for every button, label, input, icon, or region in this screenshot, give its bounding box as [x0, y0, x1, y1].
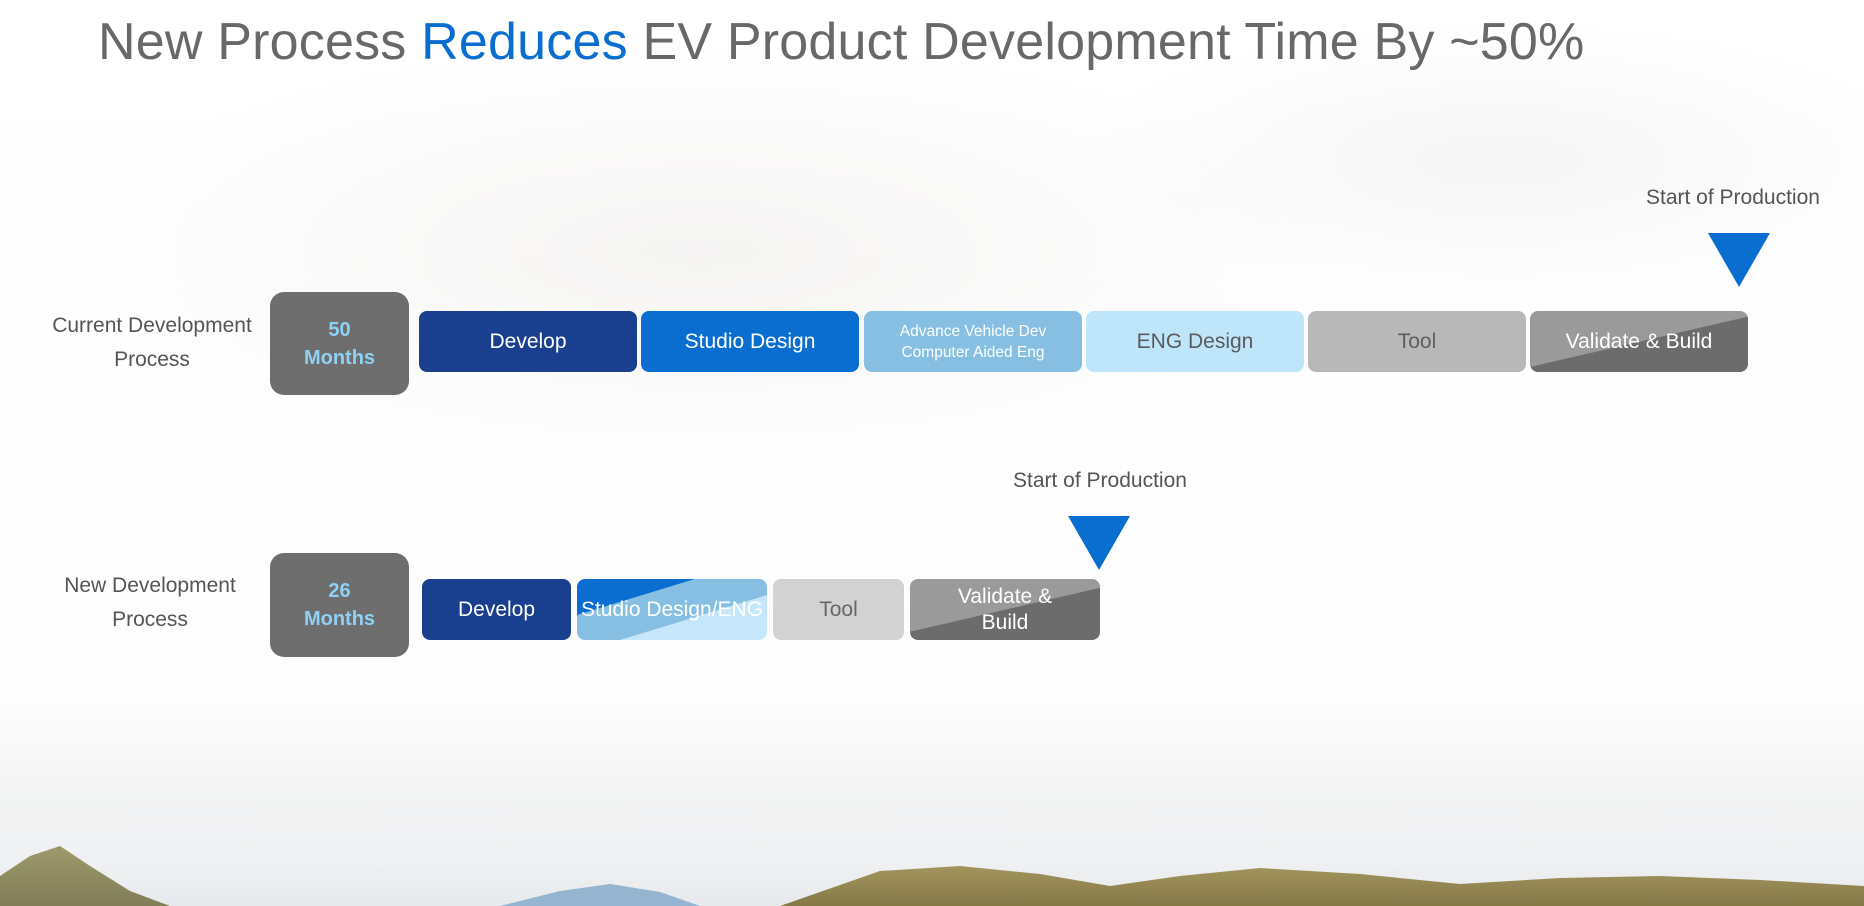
title-accent-word: Reduces	[421, 13, 628, 71]
title-part-1: New Process	[98, 13, 422, 71]
new-months-value: 26	[328, 580, 351, 602]
new-stage-validate-build: Validate &Build	[910, 579, 1100, 640]
new-label-line2: Process	[112, 608, 188, 631]
stage-label: Studio Design/ENG	[580, 597, 764, 621]
current-sop-triangle-icon	[1708, 233, 1770, 287]
stage-label: Tool	[1397, 329, 1437, 353]
current-stage-studio-design: Studio Design	[641, 311, 859, 372]
stage-label-line1: Advance Vehicle Dev	[899, 322, 1047, 340]
new-sop-triangle-icon	[1068, 516, 1130, 570]
current-months-value: 50	[328, 318, 351, 341]
new-stage-develop: Develop	[422, 579, 571, 640]
title-part-2: EV Product Development Time By ~50%	[627, 13, 1585, 71]
stage-label-line2: Computer Aided Eng	[901, 343, 1045, 361]
stage-label: ENG Design	[1136, 329, 1254, 353]
current-process-label: Current Development Process	[42, 309, 262, 377]
current-stage-validate-build: Validate & Build	[1530, 311, 1748, 372]
stage-label: Develop	[457, 597, 536, 621]
slide-title: New Process Reduces EV Product Developme…	[98, 12, 1584, 72]
current-stage-tool: Tool	[1308, 311, 1526, 372]
stage-label: Studio Design	[684, 329, 816, 353]
new-label-line1: New Development	[64, 574, 236, 597]
new-stage-tool: Tool	[773, 579, 904, 640]
new-stage-studio-design-eng: Studio Design/ENG	[577, 579, 767, 640]
stage-label-line2: Build	[981, 610, 1029, 634]
current-label-line1: Current Development	[52, 314, 252, 337]
stage-label: Validate &Build	[958, 584, 1052, 636]
current-stage-eng-design: ENG Design	[1086, 311, 1304, 372]
stage-label-line1: Validate &	[957, 584, 1053, 608]
mountain-landscape-image	[0, 796, 1864, 906]
new-months-unit: Months	[303, 608, 376, 630]
current-months-unit: Months	[303, 346, 376, 369]
new-duration-badge: 26 Months	[270, 553, 409, 657]
stage-label: Develop	[489, 329, 567, 353]
current-label-line2: Process	[114, 348, 190, 371]
stage-label: Validate & Build	[1565, 329, 1713, 353]
current-stage-develop: Develop	[419, 311, 637, 372]
stage-label: Tool	[819, 597, 858, 621]
new-sop-label: Start of Production	[1013, 469, 1187, 492]
current-sop-label: Start of Production	[1646, 186, 1820, 209]
current-duration-badge: 50 Months	[270, 292, 409, 395]
new-process-label: New Development Process	[40, 569, 260, 637]
